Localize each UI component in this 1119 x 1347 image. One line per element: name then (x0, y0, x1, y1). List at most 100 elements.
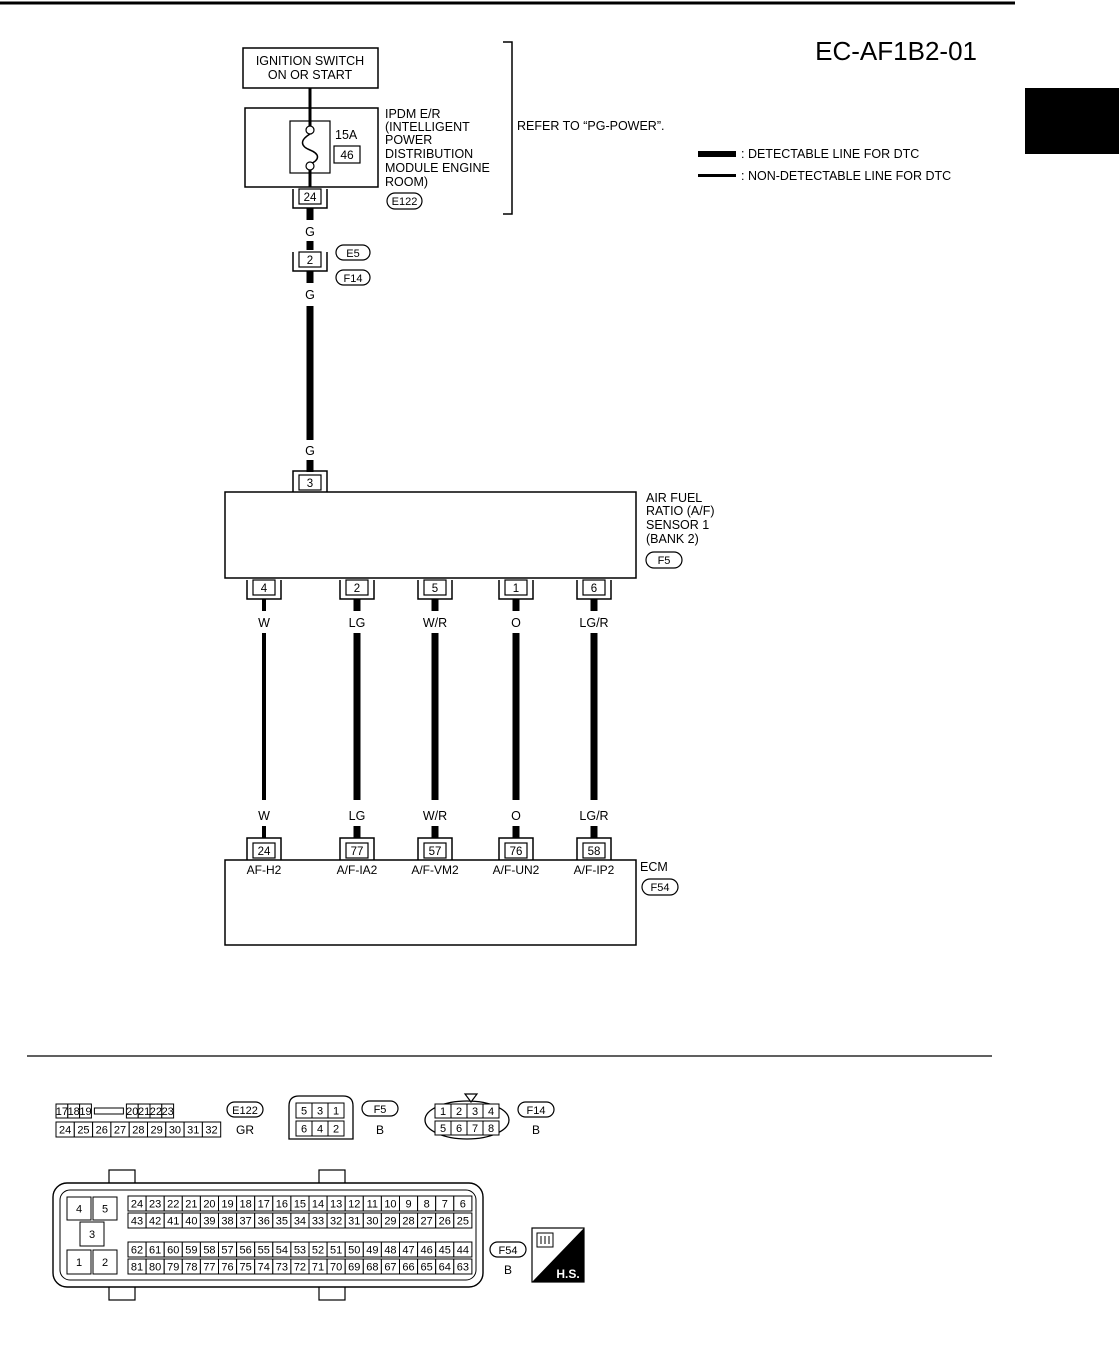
connector-f54-pin-number: 4 (76, 1204, 82, 1216)
af-sensor-label-line: RATIO (A/F) (646, 504, 715, 518)
connector-f54-pin-number: 41 (167, 1216, 179, 1228)
connector-f54-pin-number: 12 (348, 1199, 360, 1211)
joint-connector-top: E5 (346, 248, 359, 260)
connector-e122-pin-number: 26 (96, 1125, 108, 1137)
connector-f54-pin-number: 58 (203, 1245, 215, 1257)
connector-f54-pin-number: 15 (294, 1199, 306, 1211)
connector-f54-pin-number: 18 (240, 1199, 252, 1211)
connector-f54-pin-number: 34 (294, 1216, 306, 1228)
connector-f54-pin-number: 50 (348, 1245, 360, 1257)
connector-f54-pin-number: 22 (167, 1199, 179, 1211)
connector-f5-pin-number: 1 (333, 1106, 339, 1118)
legend-non-detectable-label: : NON-DETECTABLE LINE FOR DTC (741, 169, 951, 183)
connector-f54-pin-number: 10 (384, 1199, 396, 1211)
connector-f54-pin-number: 54 (276, 1245, 288, 1257)
section-tab (1025, 88, 1119, 154)
connector-f54-pin-number: 16 (276, 1199, 288, 1211)
connector-f54-pin-number: 40 (185, 1216, 197, 1228)
connector-f54-pin-number: 25 (457, 1216, 469, 1228)
connector-e122-pin-key (93, 1107, 124, 1115)
connector-f54-pin-number: 72 (294, 1262, 306, 1274)
legend-detectable-swatch (698, 151, 736, 157)
ecm-terminal-bracket (246, 837, 282, 860)
connector-f14-pin-number: 2 (456, 1106, 462, 1118)
sensor-terminal-number: 2 (354, 583, 360, 595)
connector-f54-latch (318, 1285, 346, 1301)
connector-f54-pin-number: 47 (402, 1245, 414, 1257)
ipdm-label-line: MODULE ENGINE (385, 161, 490, 175)
fuse-terminal-top (305, 125, 315, 135)
connector-f54-pin-number: 69 (348, 1262, 360, 1274)
connector-f54-pin-number: 68 (366, 1262, 378, 1274)
circuit-af-vm2: 5 W/R W/R 57 A/F-VM2 (411, 579, 459, 877)
connector-e122-pin-number: 17 (56, 1106, 68, 1118)
ignition-line2: ON OR START (268, 68, 353, 82)
connector-f54-pin-number: 26 (439, 1216, 451, 1228)
connector-f54-inner (59, 1189, 477, 1281)
sensor-terminal-number: 5 (432, 583, 438, 595)
connector-f54-pin-number: 75 (240, 1262, 252, 1274)
ecm-terminal-bracket (576, 837, 612, 860)
fuse-number: 46 (340, 148, 354, 162)
hs-badge-label: H.S. (556, 1267, 579, 1281)
connector-f54-pin-cell (453, 1241, 473, 1258)
connector-f5-pin-cell (327, 1120, 345, 1137)
joint-terminal-number: 2 (307, 255, 313, 267)
connector-f54-pin-number: 9 (405, 1199, 411, 1211)
ipdm-label-line: DISTRIBUTION (385, 147, 473, 161)
connector-e122-pin-number: 28 (132, 1125, 144, 1137)
connector-f14-pin-number: 1 (440, 1106, 446, 1118)
connector-f54-pin-number: 74 (258, 1262, 270, 1274)
af-sensor-box (224, 491, 637, 579)
ipdm-label-line: (INTELLIGENT (385, 120, 470, 134)
connector-f54-pin-number: 64 (439, 1262, 451, 1274)
connector-f54-pin-number: 70 (330, 1262, 342, 1274)
connector-f5-pin-number: 6 (301, 1124, 307, 1136)
connector-f5-pin-number: 2 (333, 1124, 339, 1136)
refer-bracket (503, 41, 513, 215)
connector-f54-pin-number: 23 (149, 1199, 161, 1211)
connector-f54-pin-number: 66 (402, 1262, 414, 1274)
connector-e122-pin-number: 31 (187, 1125, 199, 1137)
connector-f54-pin-number: 32 (330, 1216, 342, 1228)
ipdm-label-line: ROOM) (385, 175, 428, 189)
wire-color-label: W/R (423, 809, 447, 823)
connector-f54-pin-number: 48 (384, 1245, 396, 1257)
connector-f54-pin-number: 77 (203, 1262, 215, 1274)
circuit-af-un2: 1 O O 76 A/F-UN2 (493, 579, 540, 877)
connector-f54-pin-number: 33 (312, 1216, 324, 1228)
connector-f54-pin-number: 1 (76, 1257, 82, 1269)
connector-f54-pin-cell (66, 1196, 92, 1221)
connector-f54-pin-number: 46 (421, 1245, 433, 1257)
fuse-terminal-bottom (305, 161, 315, 171)
connector-f54-pin-number: 81 (131, 1262, 143, 1274)
connector-f54-pin-number: 6 (460, 1199, 466, 1211)
ipdm-terminal-box (298, 188, 322, 205)
sensor-terminal-box (582, 579, 606, 596)
ecm-terminal-bracket (417, 837, 453, 860)
connector-f54-pin-number: 8 (424, 1199, 430, 1211)
connector-f54-pin-number: 38 (221, 1216, 233, 1228)
connector-f54-pin-number: 31 (348, 1216, 360, 1228)
circuit-af-ip2: 6 LG/R LG/R 58 A/F-IP2 (574, 579, 615, 877)
ecm-terminal-number: 76 (510, 846, 523, 858)
connector-f54-pin-number: 63 (457, 1262, 469, 1274)
connector-f54-pin-number: 36 (258, 1216, 270, 1228)
sensor-top-terminal-box (298, 474, 322, 491)
connector-f14-color: B (532, 1123, 540, 1137)
sensor-terminal-box (345, 579, 369, 596)
joint-terminal-box (298, 251, 322, 268)
connector-e122-pin-number: 20 (126, 1106, 138, 1118)
connector-f54-pin-number: 14 (312, 1199, 324, 1211)
connector-f54-pin-number: 2 (102, 1257, 108, 1269)
wire-color-label: G (305, 444, 315, 458)
ecm-terminal-box (582, 842, 606, 859)
af-sensor-label-line: (BANK 2) (646, 532, 699, 546)
connector-f54-pin-number: 24 (131, 1199, 143, 1211)
connector-f54-pin-number: 80 (149, 1262, 161, 1274)
connector-f5-badge (361, 1100, 399, 1117)
ecm-pin-label: A/F-UN2 (493, 863, 540, 877)
